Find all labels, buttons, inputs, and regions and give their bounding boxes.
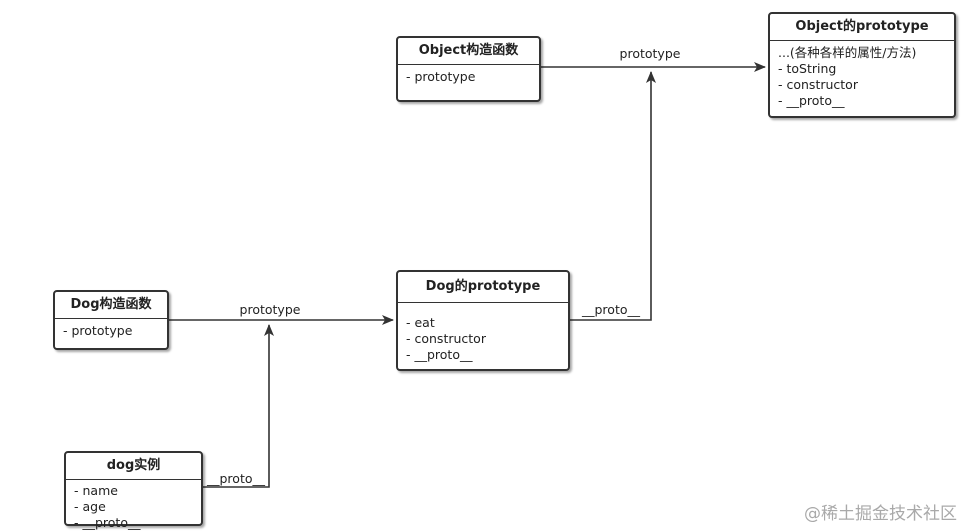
node-title: dog实例 (66, 453, 201, 480)
node-item: - __proto__ (74, 515, 141, 530)
edge-object-prototype-label: prototype (620, 46, 681, 61)
node-item: - __proto__ (778, 93, 845, 108)
node-item: - prototype (406, 69, 476, 84)
node-title: Object构造函数 (398, 38, 539, 65)
node-item: - constructor (406, 331, 486, 346)
node-object-prototype: Object的prototype ...(各种各样的属性/方法) - toStr… (768, 12, 956, 118)
node-item: - constructor (778, 77, 858, 92)
node-title: Dog的prototype (398, 272, 568, 303)
edge-dog-prototype-label: prototype (240, 302, 301, 317)
node-dog-instance: dog实例 - name - age - __proto__ (64, 451, 203, 530)
node-dog-prototype: Dog的prototype - eat - constructor - __pr… (396, 270, 570, 371)
node-object-constructor: Object构造函数 - prototype (396, 36, 541, 102)
node-item: - name (74, 483, 118, 498)
edge-instance-proto-label: __proto__ (206, 471, 266, 486)
node-item: - eat (406, 315, 435, 330)
node-item: - __proto__ (406, 347, 473, 362)
watermark-text: @稀土掘金技术社区 (804, 504, 957, 524)
node-title: Dog构造函数 (55, 292, 167, 319)
node-item: - prototype (63, 323, 133, 338)
node-item: - toString (778, 61, 837, 76)
node-item: ...(各种各样的属性/方法) (778, 45, 917, 60)
node-item: - age (74, 499, 106, 514)
edge-dog-proto-proto (570, 71, 656, 321)
node-dog-constructor: Dog构造函数 - prototype (53, 290, 169, 350)
edge-dog-proto-proto-label: __proto__ (581, 302, 641, 317)
edge-instance-proto (203, 324, 274, 488)
node-title: Object的prototype (770, 14, 954, 41)
